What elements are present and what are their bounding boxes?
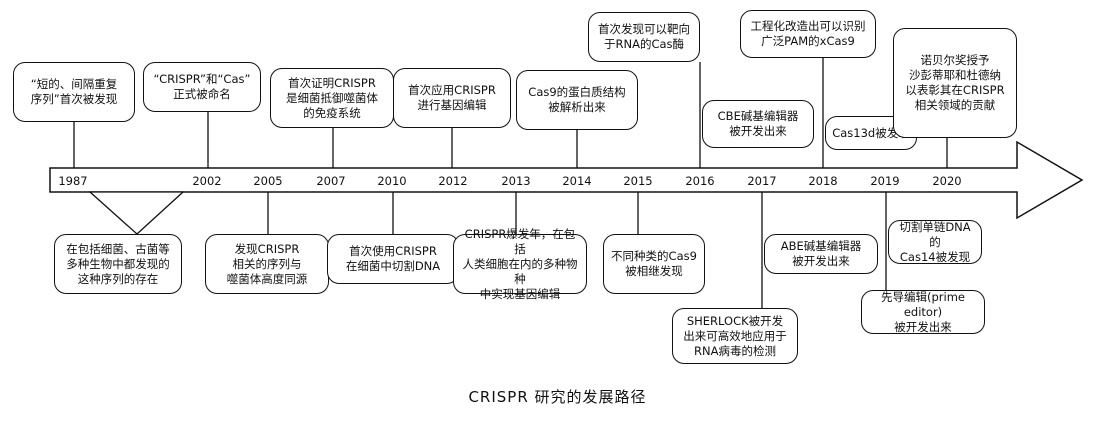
year-label: 1987 <box>58 174 88 188</box>
year-label: 2018 <box>808 174 838 188</box>
year-label: 2007 <box>316 174 346 188</box>
event-box: 首次使用CRISPR 在细菌中切割DNA <box>327 234 459 284</box>
year-label: 2002 <box>192 174 222 188</box>
event-box: 首次应用CRISPR 进行基因编辑 <box>393 68 511 128</box>
event-box: Cas9的蛋白质结构 被解析出来 <box>516 70 638 130</box>
span-bracket-1987-2002 <box>88 191 185 235</box>
event-box: “CRISPR”和“Cas” 正式被命名 <box>143 62 261 112</box>
year-label: 2014 <box>562 174 592 188</box>
event-box: 不同种类的Cas9 被相继发现 <box>603 234 705 294</box>
year-label: 2013 <box>501 174 531 188</box>
event-box: 首次证明CRISPR 是细菌抵御噬菌体 的免疫系统 <box>270 68 394 128</box>
event-box: 在包括细菌、古菌等 多种生物中都发现的 这种序列的存在 <box>54 234 182 294</box>
year-label: 2016 <box>685 174 715 188</box>
event-box: CRISPR爆发年，在包括 人类细胞在内的多种物种 中实现基因编辑 <box>453 227 587 301</box>
event-box: SHERLOCK被开发 出来可高效地应用于 RNA病毒的检测 <box>672 308 798 364</box>
event-box: “短的、间隔重复 序列”首次被发现 <box>13 62 135 122</box>
event-box: ABE碱基编辑器 被开发出来 <box>764 234 878 274</box>
event-box: 首次发现可以靶向 于RNA的Cas酶 <box>588 12 700 62</box>
figure-caption: CRISPR 研究的发展路径 <box>468 388 647 406</box>
event-box: 工程化改造出可以识别 广泛PAM的xCas9 <box>740 10 876 58</box>
year-label: 2020 <box>932 174 962 188</box>
top-connectors <box>73 58 948 168</box>
event-box: CBE碱基编辑器 被开发出来 <box>702 100 814 148</box>
timeline-arrow <box>49 140 1084 220</box>
year-label: 2012 <box>438 174 468 188</box>
event-box: 先导编辑(prime editor) 被开发出来 <box>861 290 985 334</box>
event-box: 发现CRISPR 相关的序列与 噬菌体高度同源 <box>205 234 329 294</box>
year-label: 2005 <box>253 174 283 188</box>
year-label: 2015 <box>623 174 653 188</box>
year-label: 2017 <box>747 174 777 188</box>
year-label: 2019 <box>870 174 900 188</box>
bottom-connectors <box>267 192 887 308</box>
event-box: 诺贝尔奖授予 沙彭蒂耶和杜德纳 以表彰其在CRISPR 相关领域的贡献 <box>893 28 1017 138</box>
event-box: 切割单链DNA的 Cas14被发现 <box>888 220 982 264</box>
year-label: 2010 <box>377 174 407 188</box>
